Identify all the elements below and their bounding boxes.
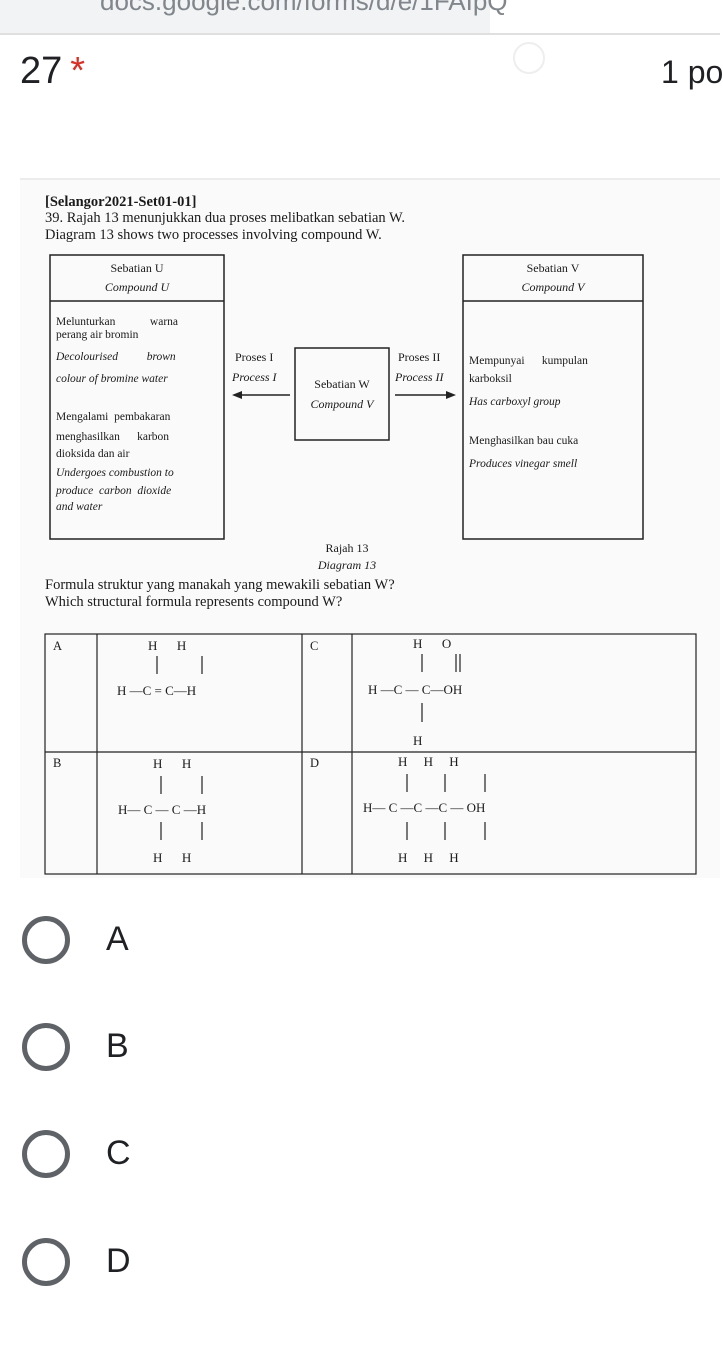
formula-b: H H H— C — C —H H H bbox=[118, 756, 206, 865]
compound-v-line: karboksil bbox=[469, 373, 512, 385]
compound-u-line: Decolourised brown bbox=[55, 351, 176, 363]
compound-v-line: Menghasilkan bau cuka bbox=[469, 435, 578, 447]
question-stem-ms: 39. Rajah 13 menunjukkan dua proses meli… bbox=[45, 210, 405, 226]
header-divider bbox=[0, 33, 720, 35]
compound-v-box bbox=[462, 254, 644, 540]
process-2-ms: Proses II bbox=[398, 350, 440, 364]
loading-circle-icon bbox=[513, 42, 545, 74]
formula-d-mid: H— C —C —C — OH bbox=[363, 800, 485, 815]
compound-u-title-ms: Sebatian U bbox=[111, 261, 164, 275]
table-label-c: C bbox=[310, 639, 318, 653]
formula-a: H H H —C = C—H bbox=[117, 638, 203, 698]
compound-u-line: Undergoes combustion to bbox=[56, 467, 174, 479]
formula-b-bot: H H bbox=[153, 850, 191, 865]
compound-u-line: menghasilkan karbon bbox=[56, 431, 169, 443]
option-a-label: A bbox=[106, 920, 129, 958]
formula-d-top: H H H bbox=[398, 754, 459, 769]
question-ask-en: Which structural formula represents comp… bbox=[45, 594, 342, 610]
question-image: [Selangor2021-Set01-01] 39. Rajah 13 men… bbox=[20, 178, 720, 878]
formula-table bbox=[44, 633, 697, 875]
compound-u-line: dioksida dan air bbox=[56, 448, 130, 460]
browser-url-bar[interactable]: docs.google.com/forms/d/e/1FAIpQ bbox=[0, 0, 508, 33]
formula-b-mid: H— C — C —H bbox=[118, 802, 206, 817]
compound-u-line: colour of bromine water bbox=[56, 373, 168, 385]
radio-c[interactable] bbox=[22, 1130, 70, 1178]
compound-w-title-en: Compound V bbox=[311, 397, 376, 411]
compound-u-box bbox=[49, 254, 225, 540]
formula-c-mid: H —C — C—OH bbox=[368, 682, 462, 697]
radio-d[interactable] bbox=[22, 1238, 70, 1286]
question-title: 27* bbox=[20, 50, 85, 93]
process-1-arrowhead bbox=[232, 391, 242, 399]
formula-c: H O H —C — C—OH H bbox=[368, 636, 462, 748]
compound-u-line: Mengalami pembakaran bbox=[56, 411, 171, 423]
radio-b[interactable] bbox=[22, 1023, 70, 1071]
compound-u-line: Melunturkan warna bbox=[56, 316, 178, 328]
question-stem-en: Diagram 13 shows two processes involving… bbox=[45, 227, 382, 243]
formula-c-top: H O bbox=[413, 636, 451, 651]
formula-d-bot: H H H bbox=[398, 850, 459, 865]
process-1-ms: Proses I bbox=[235, 350, 273, 364]
option-c-label: C bbox=[106, 1134, 131, 1172]
formula-a-top: H H bbox=[148, 638, 186, 653]
radio-a[interactable] bbox=[22, 916, 70, 964]
process-2-arrowhead bbox=[446, 391, 456, 399]
process-1-en: Process I bbox=[231, 370, 278, 384]
question-points: 1 po bbox=[661, 54, 723, 90]
process-2-en: Process II bbox=[394, 370, 445, 384]
compound-u-line: produce carbon dioxide bbox=[55, 485, 171, 497]
diagram-caption-en: Diagram 13 bbox=[317, 558, 376, 572]
option-b-label: B bbox=[106, 1027, 129, 1065]
table-label-a: A bbox=[53, 639, 62, 653]
formula-c-bot: H bbox=[413, 733, 422, 748]
option-b[interactable]: B bbox=[20, 1019, 320, 1079]
table-label-b: B bbox=[53, 756, 61, 770]
formula-a-mid: H —C = C—H bbox=[117, 683, 196, 698]
diagram-caption-ms: Rajah 13 bbox=[326, 541, 369, 555]
question-source: [Selangor2021-Set01-01] bbox=[45, 194, 196, 210]
compound-v-line: Mempunyai kumpulan bbox=[469, 355, 588, 367]
compound-v-line: Has carboxyl group bbox=[468, 396, 561, 408]
question-ask-ms: Formula struktur yang manakah yang mewak… bbox=[45, 577, 395, 593]
formula-d: H H H H— C —C —C — OH H H H bbox=[363, 754, 486, 865]
option-d-label: D bbox=[106, 1242, 131, 1280]
compound-v-title-ms: Sebatian V bbox=[527, 261, 580, 275]
table-label-d: D bbox=[310, 756, 319, 770]
compound-w-box bbox=[294, 347, 390, 441]
compound-u-line: and water bbox=[56, 501, 103, 513]
question-diagram: [Selangor2021-Set01-01] 39. Rajah 13 men… bbox=[44, 194, 697, 875]
compound-w-title-ms: Sebatian W bbox=[314, 377, 370, 391]
compound-u-title-en: Compound U bbox=[105, 280, 171, 294]
option-c[interactable]: C bbox=[20, 1126, 320, 1186]
required-asterisk: * bbox=[70, 50, 86, 92]
compound-u-line: perang air bromin bbox=[56, 329, 139, 341]
formula-b-top: H H bbox=[153, 756, 191, 771]
question-number: 27 bbox=[20, 50, 63, 92]
option-d[interactable]: D bbox=[20, 1234, 320, 1294]
url-text: docs.google.com/forms/d/e/1FAIpQ bbox=[100, 0, 508, 16]
compound-v-line: Produces vinegar smell bbox=[468, 458, 577, 470]
option-a[interactable]: A bbox=[20, 912, 320, 972]
compound-v-title-en: Compound V bbox=[522, 280, 587, 294]
